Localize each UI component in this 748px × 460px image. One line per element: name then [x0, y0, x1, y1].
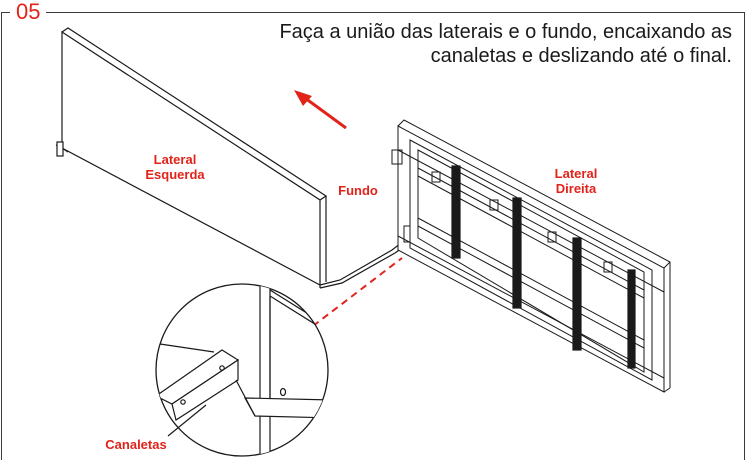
- detail-leader-line: [312, 257, 403, 327]
- label-canaletas: Canaletas: [105, 437, 167, 452]
- label-lateral-esquerda-line2: Esquerda: [145, 167, 205, 182]
- instruction-line-2: canaletas e deslizando até o final.: [430, 45, 732, 67]
- instruction-line-1: Faça a união das laterais e o fundo, enc…: [279, 21, 732, 43]
- label-lateral-direita-line1: Lateral: [554, 166, 598, 181]
- left-side-panel: [55, 27, 328, 286]
- right-side-panel: [391, 119, 671, 393]
- direction-arrow: [294, 90, 347, 130]
- detail-zoom-circle: [155, 283, 329, 457]
- step-number: 05: [10, 0, 47, 24]
- canaletas-pointer: [167, 404, 207, 437]
- instruction-text: Faça a união das laterais e o fundo, enc…: [172, 20, 732, 68]
- diagram-frame: [1, 12, 745, 460]
- label-lateral-direita: Lateral Direita: [536, 166, 616, 196]
- label-lateral-esquerda: Lateral Esquerda: [135, 152, 215, 182]
- label-lateral-esquerda-line1: Lateral: [153, 152, 197, 167]
- label-lateral-direita-line2: Direita: [555, 181, 597, 196]
- label-fundo: Fundo: [338, 183, 378, 198]
